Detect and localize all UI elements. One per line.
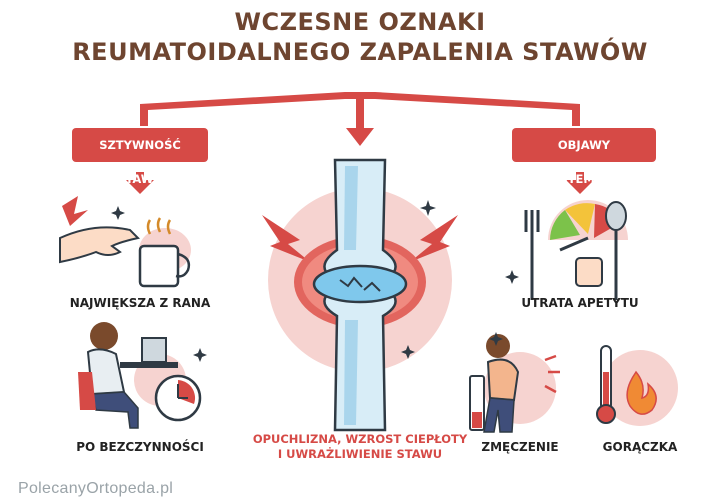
desk-worker-illustration xyxy=(78,322,207,429)
symptom-inactivity: PO BEZCZYNNOŚCI xyxy=(76,440,204,454)
pain-bolt-icon xyxy=(62,196,88,226)
gauge-needle-icon xyxy=(559,236,589,252)
fever-illustration xyxy=(596,345,678,426)
footer-watermark: PolecanyOrtopeda.pl xyxy=(18,480,174,497)
title-line-1: WCZESNE OZNAKI xyxy=(234,8,486,36)
symptom-fever: GORĄCZKA xyxy=(602,440,678,454)
pain-bolt-icon-left xyxy=(262,215,310,262)
hand-coffee-illustration xyxy=(59,196,191,288)
symptom-joint-line-1: OPUCHLIZNA, WZROST CIEPŁOTY xyxy=(252,432,468,446)
pain-bolt-icon-right xyxy=(410,215,458,262)
spoon-icon xyxy=(605,201,627,231)
thumbs-down-icon xyxy=(575,257,603,287)
appetite-illustration xyxy=(505,200,628,300)
steam-icon xyxy=(146,217,172,235)
branch-label-stiffness: SZTYWNOŚĆ STAWU xyxy=(72,128,208,186)
symptom-morning: NAJWIĘKSZA Z RANA xyxy=(69,296,211,310)
symptom-joint-line-2: I UWRAŻLIWIENIE STAWU xyxy=(277,447,443,461)
fatigue-illustration xyxy=(469,332,560,433)
flame-icon xyxy=(626,370,657,415)
symptom-appetite: UTRATA APETYTU xyxy=(521,296,639,310)
joint-illustration xyxy=(262,158,458,432)
fork-icon xyxy=(524,210,540,300)
title-line-2: REUMATOIDALNEGO ZAPALENIA STAWÓW xyxy=(72,38,648,66)
connector-arrows xyxy=(126,92,594,194)
branch-label-systemic: OBJAWY SYSTEMOWE xyxy=(512,128,656,186)
symptom-fatigue: ZMĘCZENIE xyxy=(481,440,559,454)
